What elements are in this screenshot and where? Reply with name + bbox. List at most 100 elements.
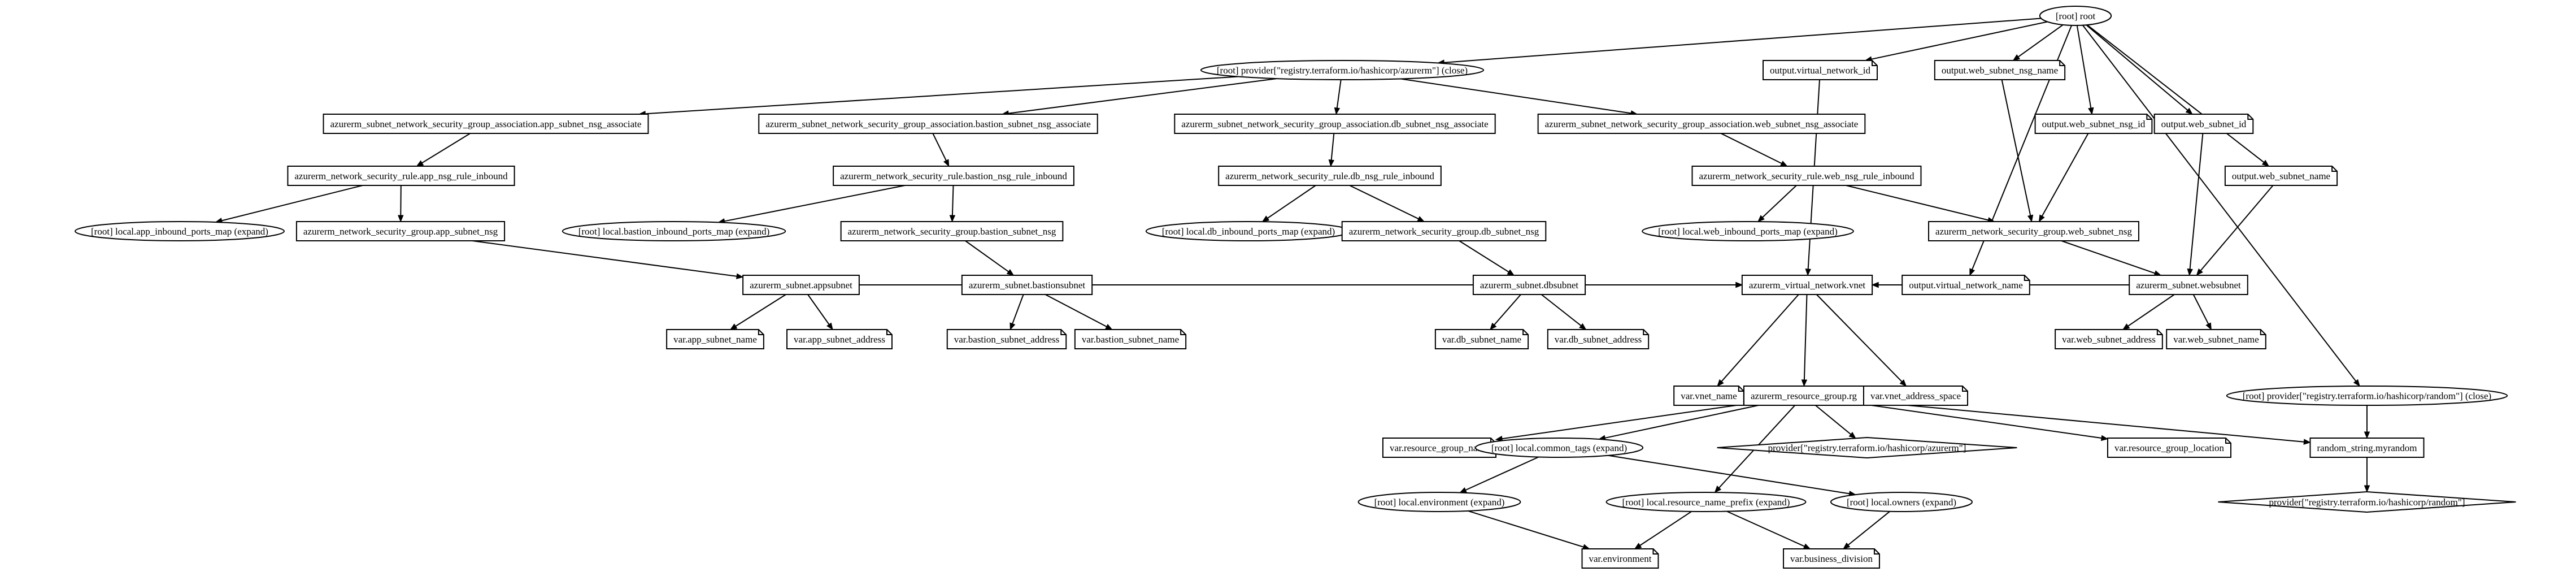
ellipse-shape <box>2039 6 2112 26</box>
node-var-app-name: var.app_subnet_name <box>666 329 764 349</box>
edge-line <box>2087 24 2265 163</box>
edge-nsg-web-to-subnet-web <box>2061 240 2162 276</box>
node-var-web-addr: var.web_subnet_address <box>2055 329 2163 349</box>
node-label: var.resource_group_location <box>2114 443 2225 453</box>
node-var-db-addr: var.db_subnet_address <box>1547 329 1650 349</box>
note-fold <box>2024 275 2030 281</box>
box-shape <box>840 221 1064 241</box>
edge-prov-azurerm-close-to-assoc-app <box>638 76 1239 117</box>
node-label: azurerm_subnet_network_security_group_as… <box>1181 119 1488 129</box>
note-fold <box>1872 60 1877 66</box>
node-label: var.business_division <box>1790 553 1873 564</box>
node-local-db-ports: [root] local.db_inbound_ports_map (expan… <box>1145 221 1352 241</box>
node-var-business-division: var.business_division <box>1783 548 1880 569</box>
node-label: var.db_subnet_address <box>1555 334 1642 345</box>
edge-random-string-to-prov-random <box>2364 457 2370 493</box>
edge-arrowhead <box>1507 269 1515 276</box>
node-vnet: azurerm_virtual_network.vnet <box>1741 275 1873 295</box>
ellipse-shape <box>1357 492 1521 512</box>
note-shape <box>1074 329 1187 349</box>
edge-line <box>807 294 830 325</box>
node-label: var.resource_group_name <box>1390 443 1489 453</box>
edge-rg-to-random-string <box>1863 400 2311 445</box>
note-fold <box>758 330 764 335</box>
edge-assoc-db-to-rule-db <box>1328 133 1335 167</box>
edge-arrowhead <box>1261 215 1270 222</box>
note-shape <box>1763 60 1878 80</box>
edge-nsg-bastion-to-subnet-bastion <box>965 240 1015 276</box>
edge-line <box>1762 185 1797 218</box>
edge-root-to-out-web-nsg-name <box>2012 24 2064 61</box>
note-fold <box>886 330 892 335</box>
node-out-web-subnet-name: output.web_subnet_name <box>2224 166 2338 186</box>
box-shape <box>1691 166 1922 186</box>
node-local-common-tags: [root] local.common_tags (expand) <box>1474 438 1644 458</box>
edge-prov-azurerm-close-to-assoc-db <box>1334 79 1342 115</box>
node-label: output.web_subnet_id <box>2161 119 2247 129</box>
edge-arrowhead <box>2088 107 2094 115</box>
ellipse-shape <box>1200 60 1485 80</box>
edge-local-environment-to-var-environment <box>1468 510 1590 550</box>
node-label: var.vnet_address_space <box>1870 391 1961 401</box>
note-shape <box>2107 438 2232 458</box>
edge-rule-app-to-nsg-app <box>398 185 404 223</box>
node-local-web-ports: [root] local.web_inbound_ports_map (expa… <box>1642 221 1854 241</box>
edge-arrowhead <box>1490 322 1497 330</box>
node-label: var.app_subnet_address <box>794 334 885 345</box>
note-fold <box>1643 330 1649 335</box>
edge-arrowhead <box>826 322 833 331</box>
node-label: [root] provider["registry.terraform.io/h… <box>2243 391 2491 401</box>
node-label: azurerm_subnet.bastionsubnet <box>969 280 1086 291</box>
ellipse-shape <box>1605 492 1807 512</box>
edge-rg-to-prov-azurerm <box>1815 405 1856 439</box>
node-label: [root] local.bastion_inbound_ports_map (… <box>578 226 770 237</box>
edge-local-common-tags-to-local-owners <box>1608 454 1856 497</box>
node-assoc-app: azurerm_subnet_network_security_group_as… <box>323 114 649 134</box>
edge-line <box>1444 18 2042 63</box>
node-nsg-bastion: azurerm_network_security_group.bastion_s… <box>840 221 1064 241</box>
box-shape <box>1174 114 1496 134</box>
edge-arrowhead <box>2364 485 2370 493</box>
node-label: var.app_subnet_name <box>673 334 757 345</box>
edge-line <box>1604 405 1759 439</box>
node-label: var.web_subnet_name <box>2173 334 2259 345</box>
edge-arrowhead <box>2038 214 2045 223</box>
edge-root-to-out-web-nsg-id <box>2076 25 2094 115</box>
note-shape <box>1934 60 2066 80</box>
edge-line <box>2086 24 2188 111</box>
edge-assoc-web-to-rule-web <box>1720 133 1788 167</box>
node-local-rn-prefix: [root] local.resource_name_prefix (expan… <box>1605 492 1807 512</box>
edge-line <box>1267 185 1316 219</box>
node-prov-random: provider["registry.terraform.io/hashicor… <box>2218 491 2516 513</box>
node-out-web-nsg-name: output.web_subnet_nsg_name <box>1934 60 2066 80</box>
box-shape <box>295 221 506 241</box>
edge-line <box>1336 79 1342 109</box>
box-shape <box>1537 114 1866 134</box>
edge-root-to-out-web-subnet-name <box>2087 24 2270 167</box>
edge-arrowhead <box>1780 161 1788 167</box>
edge-out-web-nsg-name-to-nsg-web <box>2001 79 2034 223</box>
edge-arrowhead <box>2303 439 2311 445</box>
edge-rg-to-local-common-tags <box>1598 405 1759 441</box>
edge-line <box>735 294 786 327</box>
edge-line <box>1871 21 2048 60</box>
ellipse-shape <box>562 221 786 241</box>
edge-arrowhead <box>1969 268 1975 276</box>
node-label: azurerm_resource_group.rg <box>1751 391 1857 401</box>
edge-arrowhead <box>2261 159 2270 167</box>
node-out-vnet-name: output.virtual_network_name <box>1901 275 2030 295</box>
node-subnet-db: azurerm_subnet.dbsubnet <box>1472 275 1586 295</box>
node-local-owners: [root] local.owners (expand) <box>1830 492 1973 512</box>
node-prov-azurerm-close: [root] provider["registry.terraform.io/h… <box>1200 60 1485 80</box>
node-label: azurerm_subnet_network_security_group_as… <box>765 119 1091 129</box>
edge-rg-to-var-rg-name <box>1495 404 1744 442</box>
edge-subnet-app-to-var-app-addr <box>807 294 833 331</box>
edge-line <box>472 240 737 277</box>
node-local-app-ports: [root] local.app_inbound_ports_map (expa… <box>75 221 285 241</box>
note-fold <box>1060 330 1067 335</box>
edge-arrowhead <box>2196 268 2203 276</box>
node-assoc-db: azurerm_subnet_network_security_group_as… <box>1174 114 1496 134</box>
edge-nsg-db-to-subnet-db <box>1459 240 1515 276</box>
node-var-web-name: var.web_subnet_name <box>2166 329 2266 349</box>
edge-line <box>2018 24 2064 58</box>
